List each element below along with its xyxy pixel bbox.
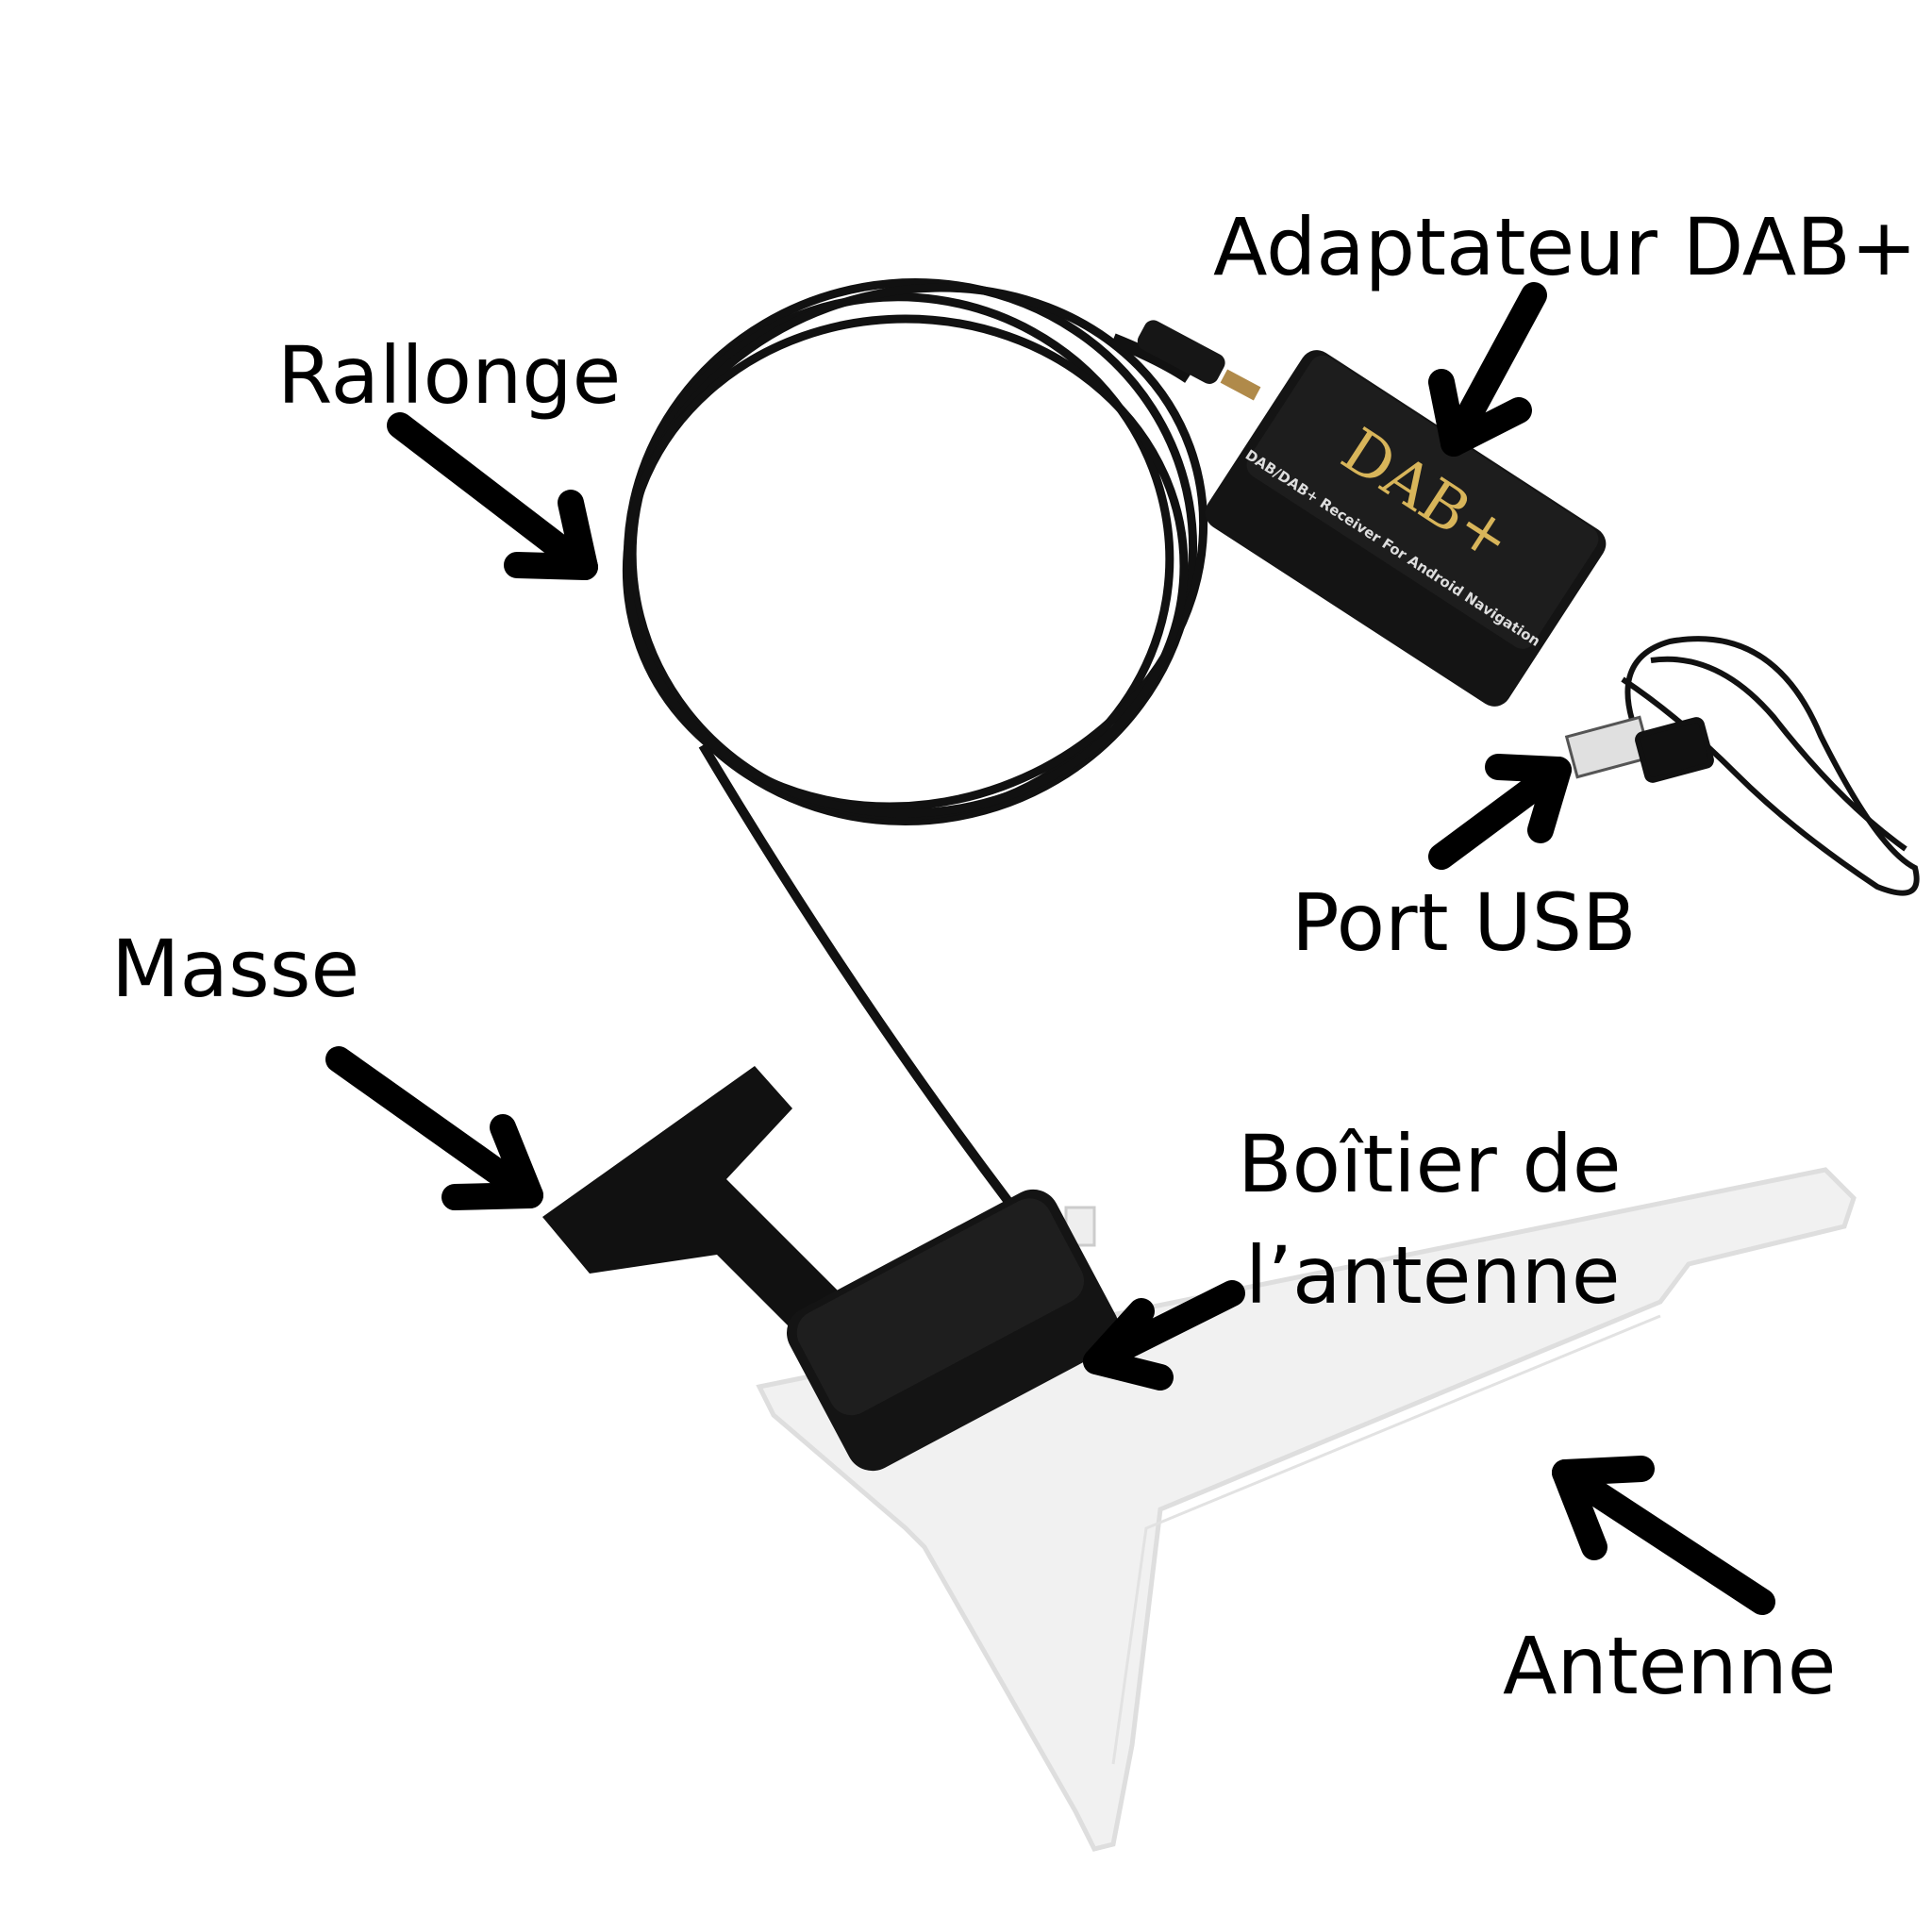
- arrow-icon-adapter: [1428, 282, 1547, 457]
- arrows: [325, 282, 1775, 1615]
- extension-cable: [622, 278, 1208, 1207]
- sma-connector-tip: [1220, 369, 1261, 401]
- arrow-icon-usb: [1428, 754, 1572, 870]
- label-adapter: Adaptateur DAB+: [1213, 201, 1918, 293]
- label-antenna-box-line2: l’antenne: [1245, 1229, 1621, 1322]
- ground-strip: [542, 1066, 868, 1358]
- sma-connector: [1137, 320, 1225, 384]
- arrow-icon-antenna: [1552, 1456, 1775, 1615]
- arrow-icon-extension: [387, 412, 598, 580]
- label-antenna: Antenne: [1503, 1620, 1837, 1712]
- arrow-icon-ground: [325, 1046, 543, 1210]
- label-antenna-box-line1: Boîtier de: [1238, 1118, 1622, 1210]
- arrow-icon-antenna-box: [1083, 1280, 1245, 1391]
- antenna-box: [786, 1189, 1120, 1472]
- label-extension: Rallonge: [277, 329, 622, 422]
- label-ground: Masse: [111, 923, 360, 1015]
- label-usb: Port USB: [1291, 876, 1637, 969]
- dab-adapter: DAB+ DAB/DAB+ Receiver For Android Navig…: [1205, 350, 1607, 707]
- usb-cable: [1564, 636, 1920, 896]
